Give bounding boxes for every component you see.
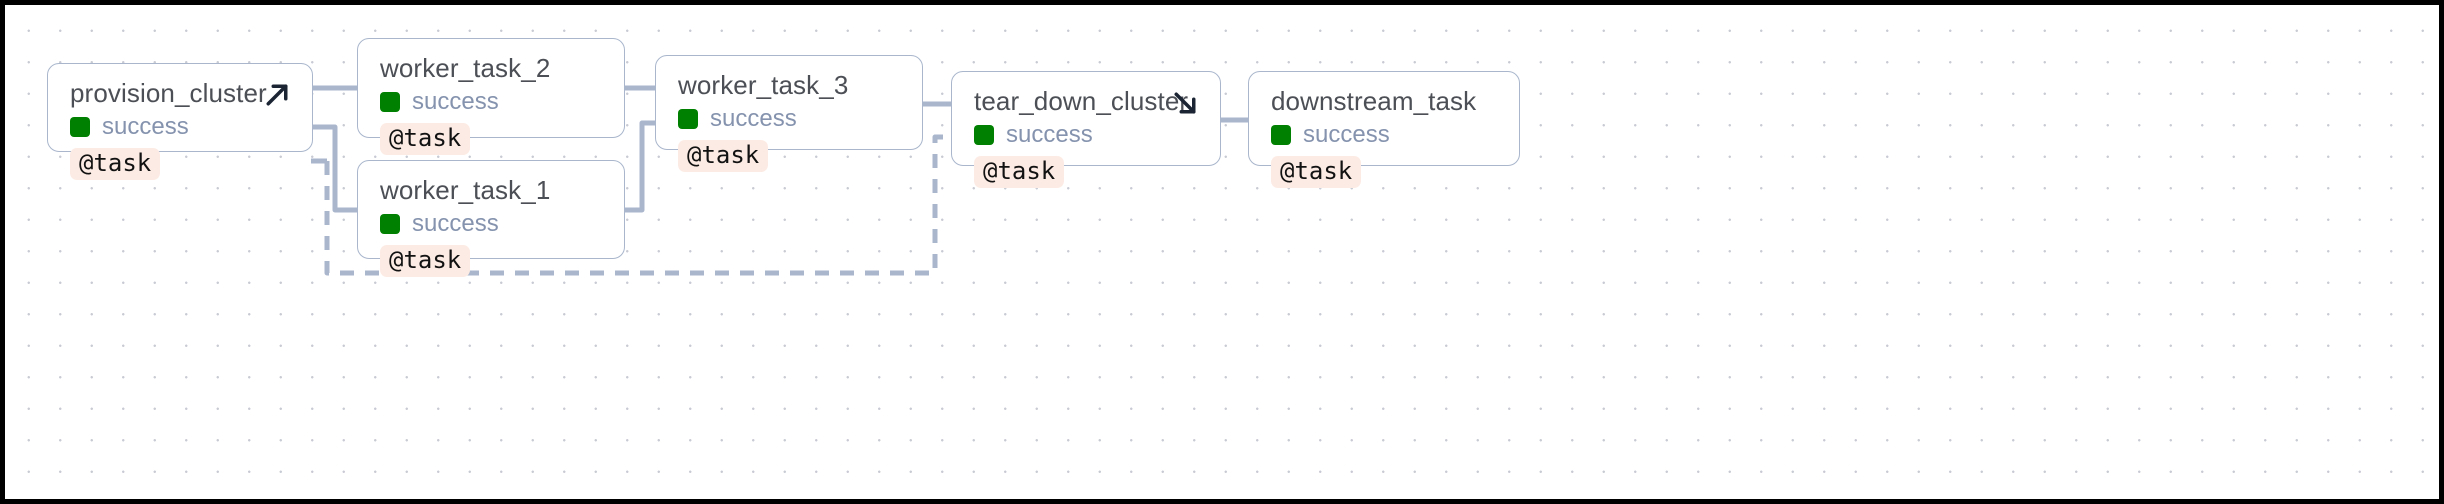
edge-provision-cluster-to-worker-task-1: [311, 124, 357, 213]
node-title: worker_task_1: [380, 175, 551, 205]
status-label: success: [102, 113, 189, 141]
node-status-row: success: [678, 107, 900, 131]
status-success-square: [974, 125, 994, 146]
status-success-square: [1271, 125, 1291, 146]
task-decorator-badge: @task: [70, 148, 161, 181]
node-worker-task-3[interactable]: worker_task_3 success @task: [655, 55, 923, 173]
node-status-row: success: [70, 115, 290, 139]
edge-worker-task-1-to-worker-task-3: [625, 120, 655, 213]
node-tear-down-cluster[interactable]: tear_down_cluster success @task: [951, 71, 1221, 189]
status-label: success: [412, 88, 499, 116]
edge-provision-cluster-to-tear-down-cluster-dashed: [324, 134, 951, 276]
status-success-square: [380, 92, 400, 113]
node-title: tear_down_cluster: [974, 86, 1189, 116]
node-title: worker_task_3: [678, 70, 849, 100]
node-title: provision_cluster: [70, 78, 267, 108]
status-label: success: [412, 210, 499, 238]
status-success-square: [70, 117, 90, 138]
node-downstream-task[interactable]: downstream_task success @task: [1248, 71, 1520, 189]
arrow-up-right-icon[interactable]: [262, 80, 292, 110]
node-status-row: success: [974, 123, 1198, 147]
edge-layer: [311, 85, 1248, 276]
node-worker-task-1[interactable]: worker_task_1 success @task: [357, 160, 625, 278]
status-success-square: [380, 214, 400, 235]
arrow-down-right-icon[interactable]: [1170, 88, 1200, 118]
node-status-row: success: [380, 212, 602, 236]
node-status-row: success: [1271, 123, 1497, 147]
status-label: success: [710, 105, 797, 133]
status-label: success: [1303, 121, 1390, 149]
task-decorator-badge: @task: [678, 140, 769, 173]
status-label: success: [1006, 121, 1093, 149]
dag-canvas[interactable]: provision_cluster success @task worker_t…: [5, 5, 2439, 499]
node-worker-task-2[interactable]: worker_task_2 success @task: [357, 38, 625, 156]
status-success-square: [678, 109, 698, 130]
task-decorator-badge: @task: [974, 156, 1065, 189]
task-decorator-badge: @task: [380, 123, 471, 156]
task-decorator-badge: @task: [1271, 156, 1362, 189]
node-provision-cluster[interactable]: provision_cluster success @task: [47, 63, 313, 181]
node-title: worker_task_2: [380, 53, 551, 83]
task-decorator-badge: @task: [380, 245, 471, 278]
node-title: downstream_task: [1271, 86, 1477, 116]
node-status-row: success: [380, 90, 602, 114]
